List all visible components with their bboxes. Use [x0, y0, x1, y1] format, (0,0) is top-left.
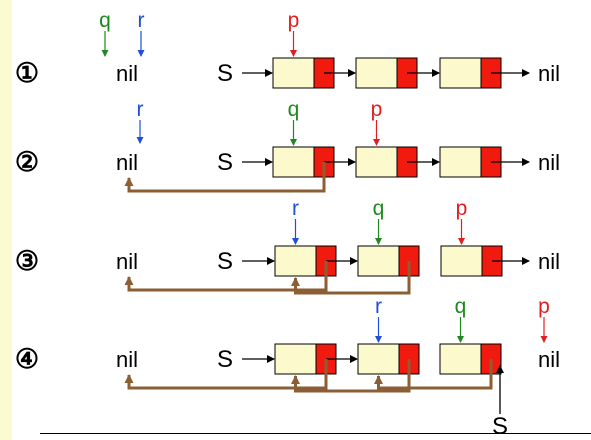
step-1-nil-left: nil: [116, 61, 138, 86]
left-sidebar-strip: [0, 0, 12, 440]
step-1-pointer-q-label: q: [99, 9, 111, 32]
step-3-nil-left: nil: [116, 249, 138, 274]
step-3-pointer-r-label: r: [292, 197, 299, 220]
step-3-pointer-p-label: p: [456, 197, 468, 220]
step-4-node-3-data: [439, 343, 482, 375]
step-2-reversed-link-1: [124, 162, 326, 193]
step-4-reversed-link-1: [124, 359, 328, 390]
step-1-pointer-p-label: p: [288, 9, 300, 32]
bottom-s-label: S: [492, 413, 508, 440]
bottom-rule: [40, 433, 591, 434]
step-1-node-3-data: [439, 57, 482, 89]
step-3-reversed-link-1: [124, 261, 328, 292]
step-2-node-3-data: [439, 146, 482, 178]
step-1-s-label: S: [217, 60, 233, 87]
step-1-node-1-data: [272, 57, 315, 89]
step-2-pointer-p-label: p: [371, 98, 383, 121]
step-1-pointer-r-label: r: [138, 9, 145, 32]
step-1-nil-right: nil: [538, 61, 560, 86]
step-4-nil-right: nil: [538, 347, 560, 372]
step-1-marker: ①: [15, 58, 39, 88]
step-4-nil-left: nil: [116, 347, 138, 372]
step-4-pointer-r-label: r: [375, 295, 382, 318]
step-3-node-3-data: [440, 245, 483, 277]
step-3-reversed-link-2: [291, 261, 411, 295]
step-2-node-2-data: [355, 146, 398, 178]
step-2-pointer-q-label: q: [288, 98, 300, 121]
step-2-nil-right: nil: [538, 150, 560, 175]
step-3-s-label: S: [217, 248, 233, 275]
step-2-s-label: S: [217, 149, 233, 176]
step-4-reversed-link-3: [374, 359, 493, 390]
step-3-nil-right: nil: [538, 249, 560, 274]
step-4-reversed-link-2: [291, 359, 411, 393]
step-3-pointer-q-label: q: [373, 197, 385, 220]
step-2-node-1-data: [272, 146, 315, 178]
step-3-node-2-data: [357, 245, 400, 277]
step-3-marker: ③: [15, 246, 39, 276]
step-2-pointer-r-label: r: [137, 98, 144, 121]
step-4-pointer-p-label: p: [538, 295, 550, 318]
step-2-nil-left: nil: [116, 150, 138, 175]
step-2-marker: ②: [15, 147, 39, 177]
step-1-node-2-data: [355, 57, 398, 89]
step-3-node-1-data: [274, 245, 317, 277]
step-4-s-label: S: [217, 346, 233, 373]
step-4-marker: ④: [15, 344, 39, 374]
step-4-pointer-q-label: q: [455, 295, 467, 318]
step-4-node-2-data: [357, 343, 400, 375]
step-4-node-1-data: [274, 343, 317, 375]
